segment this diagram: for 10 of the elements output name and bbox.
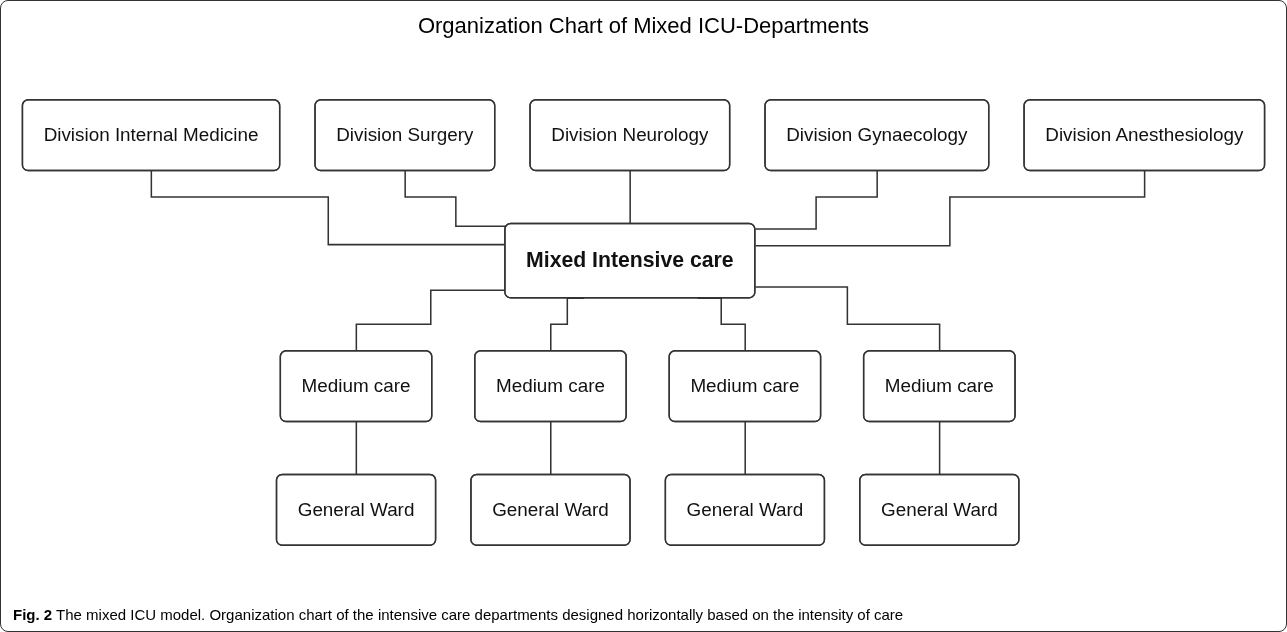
figure-caption: Fig. 2 The mixed ICU model. Organization chart of the intensive care departments designed horizontally based on the intensity of care [13, 606, 904, 623]
connector [550, 421, 552, 476]
diagram-title: Organization Chart of Mixed ICU-Departments [417, 13, 870, 39]
connector [150, 170, 507, 246]
connector [938, 421, 941, 476]
connector [744, 421, 747, 476]
connector [355, 421, 358, 476]
connector [754, 170, 879, 230]
connector [754, 170, 1146, 247]
connector [629, 170, 632, 225]
